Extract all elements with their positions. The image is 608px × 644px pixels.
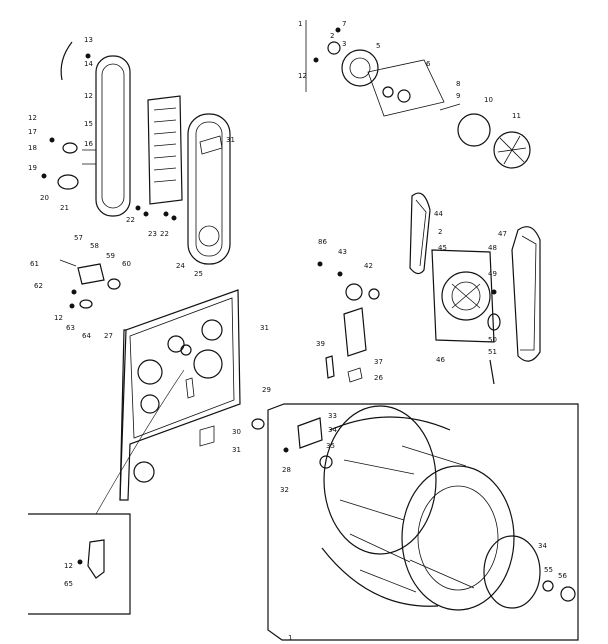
label-28: 28 (282, 466, 291, 474)
label-12b: 12 (28, 114, 37, 122)
label-22b: 22 (160, 230, 169, 238)
label-30: 30 (232, 428, 241, 436)
idler-pulley-assembly (317, 261, 380, 383)
label-31c: 31 (232, 446, 241, 454)
label-43: 43 (338, 248, 347, 256)
label-60: 60 (122, 260, 131, 268)
label-58: 58 (90, 242, 99, 250)
blower-assembly (305, 20, 531, 169)
label-34b: 34 (538, 542, 547, 550)
label-15: 15 (84, 120, 93, 128)
label-11: 11 (512, 112, 521, 120)
label-22a: 22 (126, 216, 135, 224)
label-42: 42 (364, 262, 373, 270)
label-25: 25 (194, 270, 203, 278)
label-10: 10 (484, 96, 493, 104)
label-62: 62 (34, 282, 43, 290)
label-3: 3 (342, 40, 346, 48)
label-56: 56 (558, 572, 567, 580)
label-7: 7 (342, 20, 346, 28)
label-16: 16 (84, 140, 93, 148)
label-31a: 31 (226, 136, 235, 144)
label-39: 39 (316, 340, 325, 348)
label-24: 24 (176, 262, 185, 270)
label-34a: 34 (328, 426, 337, 434)
label-23: 23 (148, 230, 157, 238)
label-13: 13 (84, 36, 93, 44)
label-49: 49 (488, 270, 497, 278)
label-47: 47 (498, 230, 507, 238)
label-17: 17 (28, 128, 37, 136)
label-12d: 12 (64, 562, 73, 570)
label-1b: 1 (288, 634, 292, 642)
label-5: 5 (376, 42, 380, 50)
label-44: 44 (434, 210, 443, 218)
label-2: 2 (330, 32, 334, 40)
label-86: 86 (318, 238, 327, 246)
label-35: 35 (326, 442, 335, 450)
dryer-drum (267, 403, 579, 641)
label-65: 65 (64, 580, 73, 588)
label-27: 27 (104, 332, 113, 340)
label-63: 63 (66, 324, 75, 332)
label-12e: 12 (298, 72, 307, 80)
label-1: 1 (298, 20, 302, 28)
label-64: 64 (82, 332, 91, 340)
door-switch-assembly (59, 259, 121, 309)
rear-bulkhead (119, 289, 241, 501)
front-panel-assembly (41, 41, 231, 265)
label-20: 20 (40, 194, 49, 202)
label-48: 48 (488, 244, 497, 252)
label-21: 21 (60, 204, 69, 212)
label-18: 18 (28, 144, 37, 152)
label-19: 19 (28, 164, 37, 172)
label-8: 8 (456, 80, 460, 88)
label-26: 26 (374, 374, 383, 382)
label-61: 61 (30, 260, 39, 268)
label-12a: 12 (84, 92, 93, 100)
label-57: 57 (74, 234, 83, 242)
label-9: 9 (456, 92, 460, 100)
label-59: 59 (106, 252, 115, 260)
detail-inset (28, 369, 185, 615)
label-37: 37 (374, 358, 383, 366)
label-46: 46 (436, 356, 445, 364)
label-50: 50 (488, 336, 497, 344)
drive-belts (409, 192, 541, 362)
part-number-labels: 13 14 12 12 15 17 18 16 19 20 21 22 22 2… (28, 20, 567, 642)
exhaust-duct (251, 417, 333, 469)
motor-assembly (431, 249, 501, 385)
label-29: 29 (262, 386, 271, 394)
label-2b: 2 (438, 228, 442, 236)
label-51: 51 (488, 348, 497, 356)
label-6: 6 (426, 60, 431, 68)
label-14: 14 (84, 60, 93, 68)
label-32: 32 (280, 486, 289, 494)
label-45: 45 (438, 244, 447, 252)
label-12c: 12 (54, 314, 63, 322)
label-33: 33 (328, 412, 337, 420)
label-31b: 31 (260, 324, 269, 332)
label-55: 55 (544, 566, 553, 574)
